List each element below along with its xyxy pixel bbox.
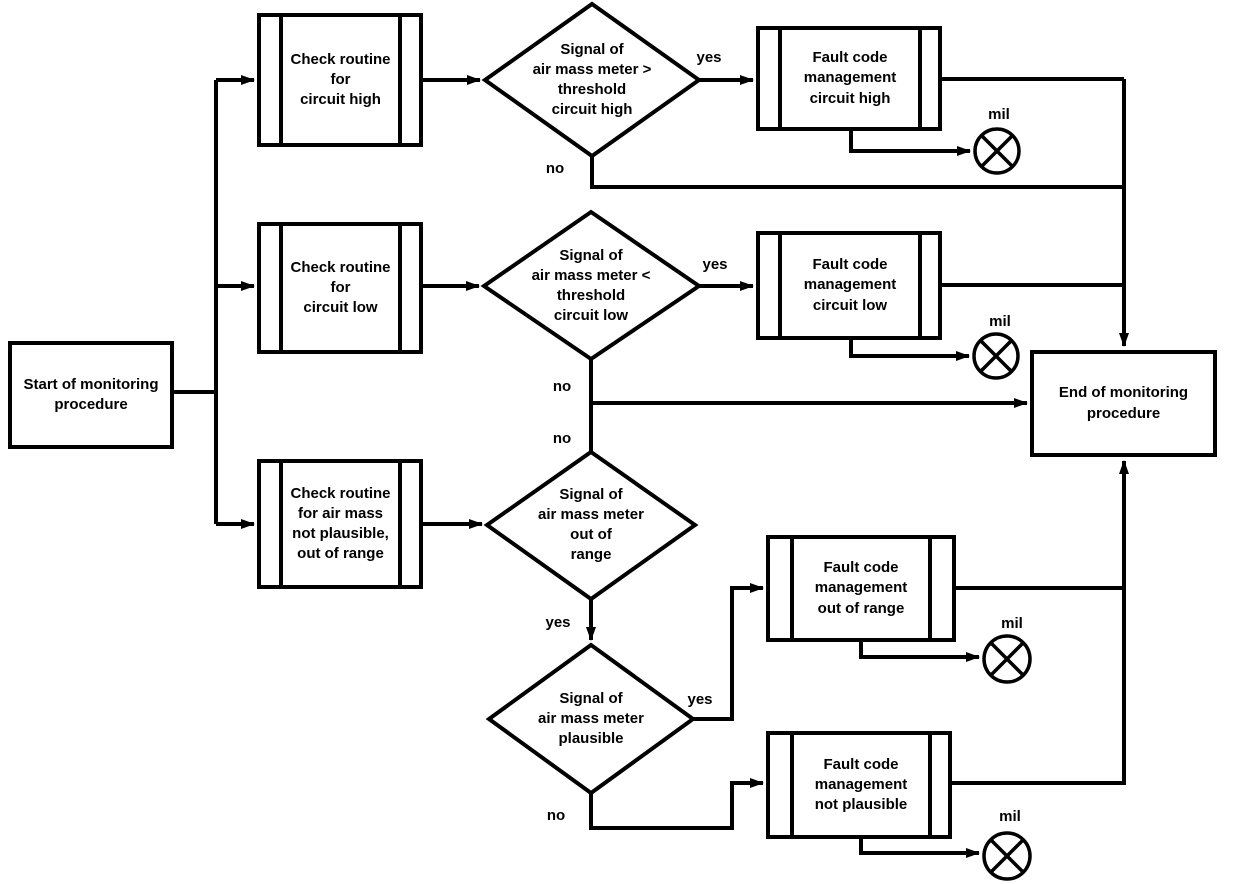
mil-lamp-icon <box>982 831 1032 881</box>
edge-label-yes: yes <box>696 48 722 66</box>
mil-lamp-icon <box>973 127 1021 175</box>
edge-label-no: no <box>552 377 572 395</box>
edge-label-yes: yes <box>702 255 728 273</box>
edge-label-no: no <box>545 159 565 177</box>
check-plausible-range-label: Check routine for air mass not plausible… <box>290 484 391 563</box>
start-box-shape <box>8 341 174 449</box>
edge-label-no: no <box>546 806 566 824</box>
mil-label: mil <box>1001 614 1023 632</box>
decision-out-of-range-label: Signal of air mass meter out of range <box>538 485 644 564</box>
edge-fault-plausible-to-mil <box>859 837 980 858</box>
edge-decision-plausible-yes <box>693 583 764 721</box>
start-node-label: Start of monitoring procedure <box>23 375 159 413</box>
collector-right-bottom <box>950 460 1129 785</box>
check-circuit-high-label: Check routine for circuit high <box>290 50 391 109</box>
edge-fault-range-to-mil <box>859 640 980 662</box>
edge-fault-low-to-mil <box>849 338 970 361</box>
check-circuit-low-label: Check routine for circuit low <box>290 258 391 317</box>
fault-circuit-high-label: Fault code management circuit high <box>803 49 897 107</box>
edge-fault-high-to-mil <box>849 129 971 156</box>
edge-label-yes: yes <box>545 613 571 631</box>
end-node-label: End of monitoring procedure <box>1058 384 1189 422</box>
decision-circuit-low-label: Signal of air mass meter < threshold cir… <box>531 246 651 325</box>
edge-decision-plausible-no <box>589 778 764 830</box>
mil-lamp-icon <box>982 634 1032 684</box>
edge-label-yes: yes <box>687 690 713 708</box>
mil-lamp-icon <box>972 332 1020 380</box>
fault-not-plausible-label: Fault code management not plausible <box>814 755 908 814</box>
edge-decision-high-no <box>590 156 1124 189</box>
mil-label: mil <box>989 312 1011 330</box>
fault-circuit-low-label: Fault code management circuit low <box>803 256 897 314</box>
edge-label-no: no <box>552 429 572 447</box>
fault-out-of-range-label: Fault code management out of range <box>814 559 908 617</box>
decision-plausible-label: Signal of air mass meter plausible <box>538 689 644 748</box>
mil-label: mil <box>988 105 1010 123</box>
decision-circuit-high-label: Signal of air mass meter > threshold cir… <box>532 40 652 119</box>
mil-label: mil <box>999 807 1021 825</box>
end-box-shape <box>1030 350 1217 457</box>
